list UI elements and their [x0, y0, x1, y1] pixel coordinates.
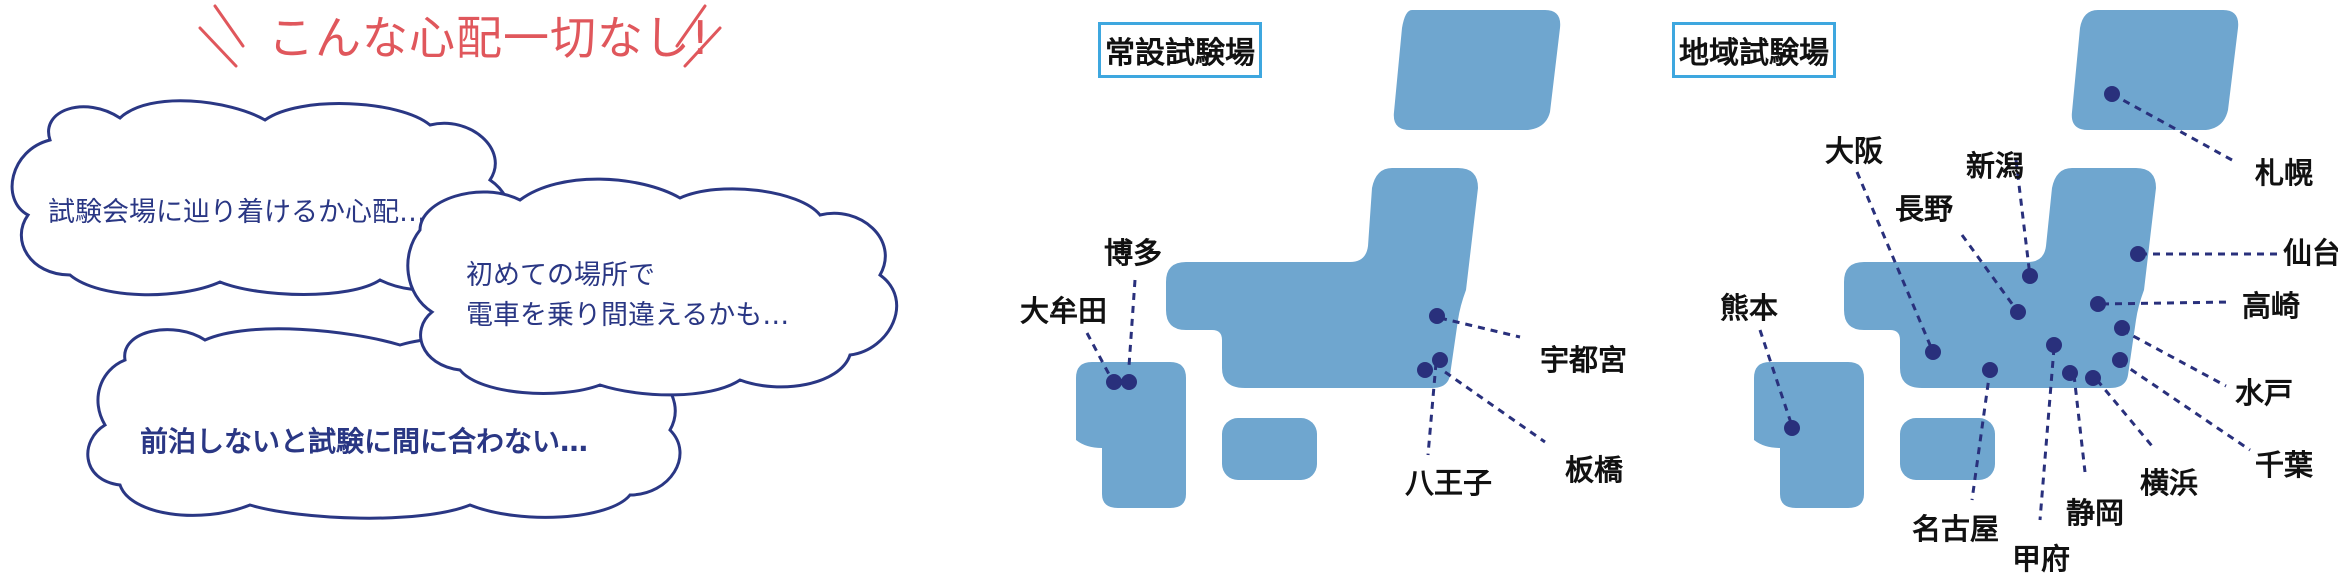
pin-nagoya [1982, 362, 1998, 378]
pin-sapporo [2104, 86, 2120, 102]
city-label-sendai: 仙台 [2283, 236, 2338, 270]
city-label-utsunomiya: 宇都宮 [1540, 343, 1628, 377]
pin-chiba [2112, 352, 2128, 368]
city-label-mito: 水戸 [2235, 376, 2294, 410]
city-label-niigata: 新潟 [1966, 149, 2025, 183]
worry-bubble-first-place [406, 177, 899, 397]
pin-itabashi [1432, 352, 1448, 368]
emphasis-lines-left [198, 4, 245, 68]
permanent-city-pins [1106, 308, 1448, 390]
bubble-text-venue: 試験会場に辿り着けるか心配… [48, 197, 426, 228]
city-label-yokohama: 横浜 [2140, 466, 2199, 500]
pin-yokohama [2085, 370, 2101, 386]
regional-city-pins [1784, 86, 2146, 436]
island-hokkaido [1393, 10, 1561, 130]
island-shikoku [1222, 418, 1317, 480]
pin-takasaki [2090, 296, 2106, 312]
pin-omuta [1106, 374, 1122, 390]
pin-kofu [2046, 337, 2062, 353]
pin-mito [2114, 320, 2130, 336]
island-honshu [1166, 168, 1478, 388]
pin-hakata [1121, 374, 1137, 390]
city-label-osaka: 大阪 [1825, 134, 1884, 168]
city-label-hakata: 博多 [1104, 236, 1163, 270]
pin-utsunomiya [1429, 308, 1445, 324]
map-title-regional: 地域試験場 [1672, 22, 1836, 78]
map-title-permanent: 常設試験場 [1098, 22, 1262, 78]
bubble-text-first-place: 初めての場所で 電車を乗り間違えるかも… [466, 260, 790, 331]
heading: こんな心配一切なし! [268, 11, 711, 65]
pin-sendai [2130, 246, 2146, 262]
city-label-chiba: 千葉 [2255, 448, 2314, 482]
island-kyushu-2 [1754, 362, 1864, 508]
city-label-itabashi: 板橋 [1565, 453, 1624, 487]
city-label-sapporo: 札幌 [2255, 156, 2314, 190]
city-label-nagoya: 名古屋 [1912, 512, 2000, 546]
city-label-kumamoto: 熊本 [1720, 291, 1779, 325]
pin-osaka [1925, 344, 1941, 360]
bubble-text-overnight: 前泊しないと試験に間に合わない… [140, 425, 589, 458]
island-kyushu [1076, 362, 1186, 508]
island-hokkaido-2 [2071, 10, 2239, 130]
island-shikoku-2 [1900, 418, 1995, 480]
pin-kumamoto [1784, 420, 1800, 436]
city-label-kofu: 甲府 [2012, 542, 2071, 576]
city-label-nagano: 長野 [1895, 192, 1954, 226]
city-label-takasaki: 高崎 [2242, 289, 2301, 323]
permanent-leader-lines [1085, 279, 1546, 456]
city-label-hachioji: 八王子 [1405, 466, 1493, 500]
pin-nagano [2010, 304, 2026, 320]
pin-niigata [2022, 268, 2038, 284]
island-honshu-2 [1844, 168, 2156, 388]
city-label-omuta: 大牟田 [1020, 294, 1108, 328]
regional-leader-lines [1758, 92, 2278, 521]
pin-hachioji [1417, 362, 1433, 378]
emphasis-lines-right [675, 4, 722, 68]
map-permanent [1076, 10, 1561, 508]
pin-shizuoka [2062, 365, 2078, 381]
city-label-shizuoka: 静岡 [2066, 496, 2125, 530]
map-regional [1754, 10, 2278, 521]
